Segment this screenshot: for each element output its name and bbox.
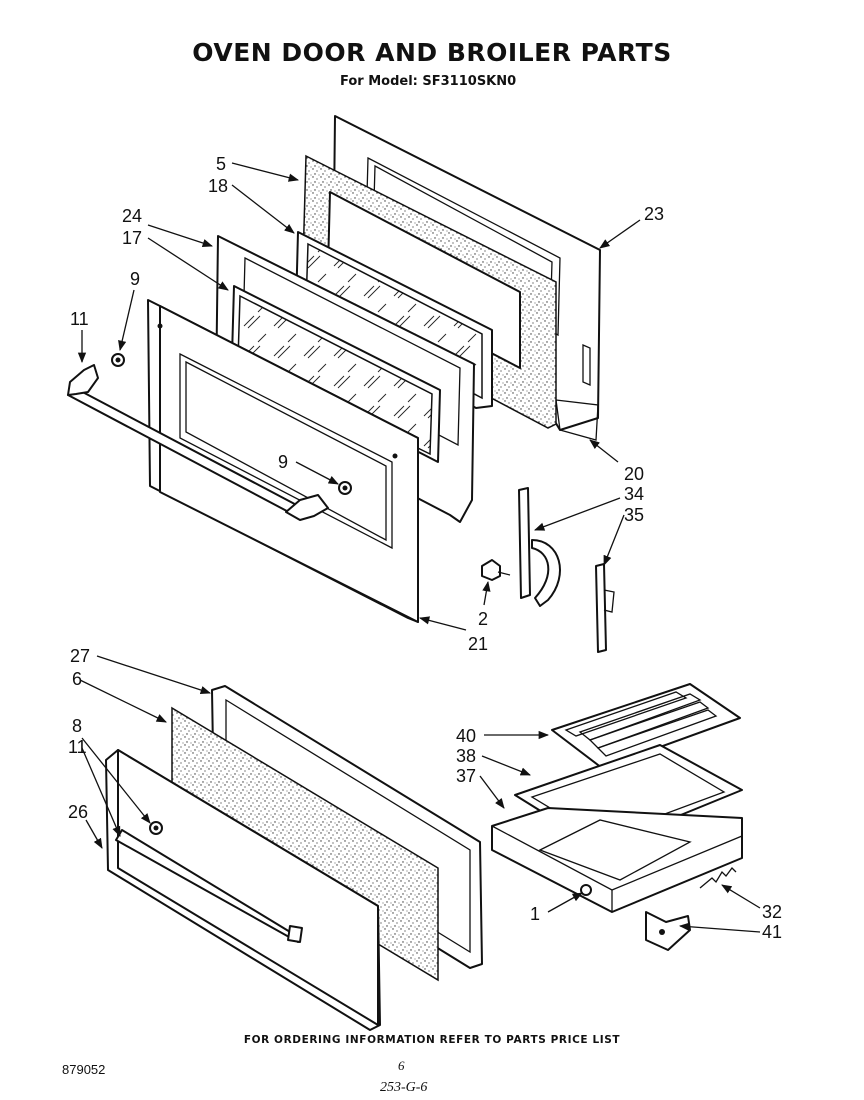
callout-40: 40 [456, 726, 476, 746]
spring-and-bracket [645, 867, 737, 951]
door-hinges [481, 487, 615, 653]
callout-11-bottom: 11 [68, 737, 87, 757]
callout-23: 23 [644, 204, 664, 224]
callout-20: 20 [624, 464, 644, 484]
callout-5: 5 [216, 154, 226, 174]
callout-9-lower: 9 [278, 452, 288, 472]
callout-35: 35 [624, 505, 644, 525]
broiler-grid [551, 683, 741, 769]
oven-door-handle [67, 353, 352, 521]
callout-11-top: 11 [70, 309, 89, 329]
page-title: OVEN DOOR AND BROILER PARTS [192, 38, 672, 67]
callout-labels: 5 18 23 24 17 9 11 9 20 34 35 2 21 27 6 … [68, 154, 782, 942]
callout-6: 6 [72, 669, 82, 689]
callout-2: 2 [478, 609, 488, 629]
callout-41: 41 [762, 922, 782, 942]
callout-27: 27 [70, 646, 90, 666]
broiler-door-panel [105, 749, 381, 1031]
page-mark: 6 [398, 1058, 405, 1073]
callout-34: 34 [624, 484, 644, 504]
handwritten-code: 253-G-6 [380, 1080, 428, 1095]
callout-17: 17 [122, 228, 142, 248]
callout-37: 37 [456, 766, 476, 786]
inner-window-glass [231, 285, 441, 463]
outer-door-panel [147, 299, 419, 623]
callout-1: 1 [530, 904, 540, 924]
document-number: 879052 [62, 1062, 106, 1077]
leader-lines [77, 162, 761, 933]
ordering-note: FOR ORDERING INFORMATION REFER TO PARTS … [243, 1034, 621, 1046]
callout-38: 38 [456, 746, 476, 766]
broiler-drawer-assembly [105, 683, 743, 1031]
oven-door-assembly [67, 115, 615, 653]
callout-26: 26 [68, 802, 88, 822]
callout-8: 8 [72, 716, 82, 736]
callout-32: 32 [762, 902, 782, 922]
model-subtitle: For Model: SF3110SKN0 [340, 74, 517, 89]
callout-18: 18 [208, 176, 228, 196]
callout-24: 24 [122, 206, 142, 226]
callout-21: 21 [468, 634, 488, 654]
callout-9-top: 9 [130, 269, 140, 289]
broiler-drawer [491, 807, 743, 913]
